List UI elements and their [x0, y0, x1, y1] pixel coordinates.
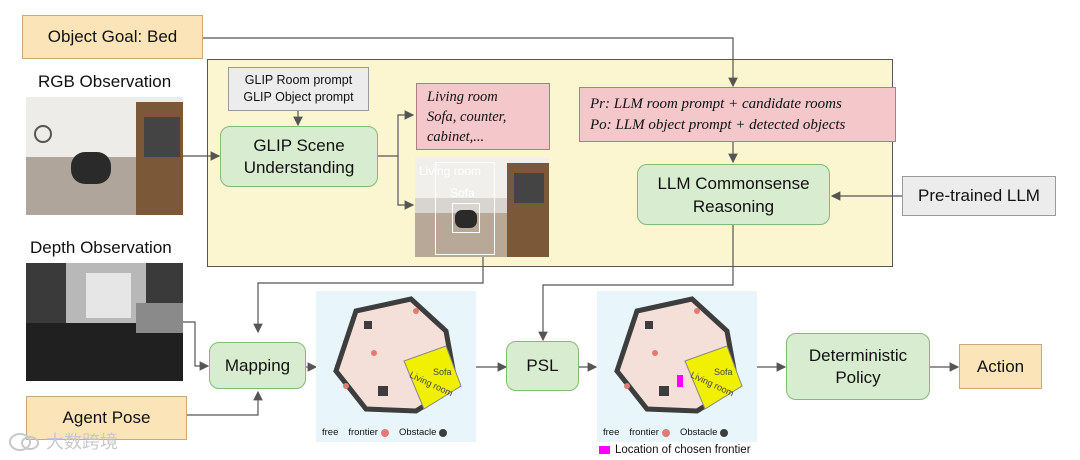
glip-prompt-box: GLIP Room prompt GLIP Object prompt: [228, 67, 369, 111]
semantic-map-drawing: [333, 296, 462, 414]
detected-objects-1: Sofa, counter,: [427, 108, 507, 125]
detected-objects-2: cabinet,...: [427, 128, 485, 145]
detection-text-box: Living room Sofa, counter, cabinet,...: [416, 83, 550, 150]
llm-object-prompt: Po: LLM object prompt + detected objects: [590, 116, 846, 133]
llm-reasoning-line-2: Reasoning: [692, 196, 775, 216]
agent-pose-text: Agent Pose: [62, 408, 151, 427]
map2-legend: free frontier Obstacle: [603, 427, 729, 438]
map2-sofa-label: Sofa: [714, 367, 733, 377]
map-sofa-label: Sofa: [433, 367, 452, 377]
depth-observation-image: [26, 263, 183, 381]
watermark-icon: [9, 433, 39, 451]
pretrained-llm-box: Pre-trained LLM: [902, 176, 1056, 216]
psl-box: PSL: [506, 341, 579, 391]
rgb-observation-image: [26, 97, 183, 215]
object-goal-box: Object Goal: Bed: [22, 15, 203, 59]
action-text: Action: [976, 356, 1025, 376]
detect-object-label: Sofa: [450, 186, 475, 200]
watermark-text: 大数跨境: [46, 432, 118, 452]
chosen-frontier-text: Location of chosen frontier: [615, 444, 751, 456]
policy-line-1: Deterministic: [808, 345, 908, 365]
rgb-observation-label: RGB Observation: [38, 72, 172, 91]
legend2-obstacle: Obstacle: [679, 427, 718, 438]
legend-free: free: [322, 427, 339, 438]
mapping-box: Mapping: [209, 342, 306, 389]
depth-observation-label: Depth Observation: [30, 238, 172, 257]
detect-room-label: Living room: [419, 164, 482, 178]
agent-pose-box: Agent Pose: [26, 396, 187, 440]
legend2-frontier: frontier: [629, 427, 659, 438]
llm-prompt-box: Pr: LLM room prompt + candidate rooms Po…: [579, 87, 896, 142]
psl-text: PSL: [526, 356, 559, 375]
detected-room: Living room: [427, 88, 498, 105]
llm-room-prompt: Pr: LLM room prompt + candidate rooms: [590, 95, 842, 112]
pretrained-llm-text: Pre-trained LLM: [918, 186, 1040, 205]
legend2-free: free: [603, 427, 620, 438]
semantic-map-with-chosen-frontier: Sofa Living room free frontier Obstacle: [597, 291, 757, 442]
semantic-map: Sofa Living room free frontier Obstacle: [316, 291, 476, 442]
detection-image: Living room Sofa: [415, 158, 549, 257]
glip-scene-line-2: Understanding: [243, 157, 355, 177]
watermark: 大数跨境: [8, 428, 118, 454]
glip-scene-understanding-box: GLIP Scene Understanding: [220, 126, 378, 187]
glip-room-prompt: GLIP Room prompt: [244, 73, 353, 87]
map-legend: free frontier Obstacle: [322, 427, 448, 438]
deterministic-policy-box: Deterministic Policy: [786, 333, 930, 400]
policy-line-2: Policy: [835, 367, 881, 387]
llm-commonsense-reasoning-box: LLM Commonsense Reasoning: [637, 164, 830, 225]
mapping-text: Mapping: [224, 355, 291, 375]
semantic-map-2-drawing: [614, 296, 743, 414]
glip-object-prompt: GLIP Object prompt: [243, 90, 354, 104]
chosen-frontier-legend: Location of chosen frontier: [599, 444, 751, 456]
glip-scene-line-1: GLIP Scene: [253, 135, 345, 155]
object-goal-text: Object Goal: Bed: [47, 27, 178, 46]
legend-frontier: frontier: [348, 427, 378, 438]
action-box: Action: [959, 344, 1042, 389]
legend-obstacle: Obstacle: [398, 427, 437, 438]
llm-reasoning-line-1: LLM Commonsense: [657, 173, 810, 193]
